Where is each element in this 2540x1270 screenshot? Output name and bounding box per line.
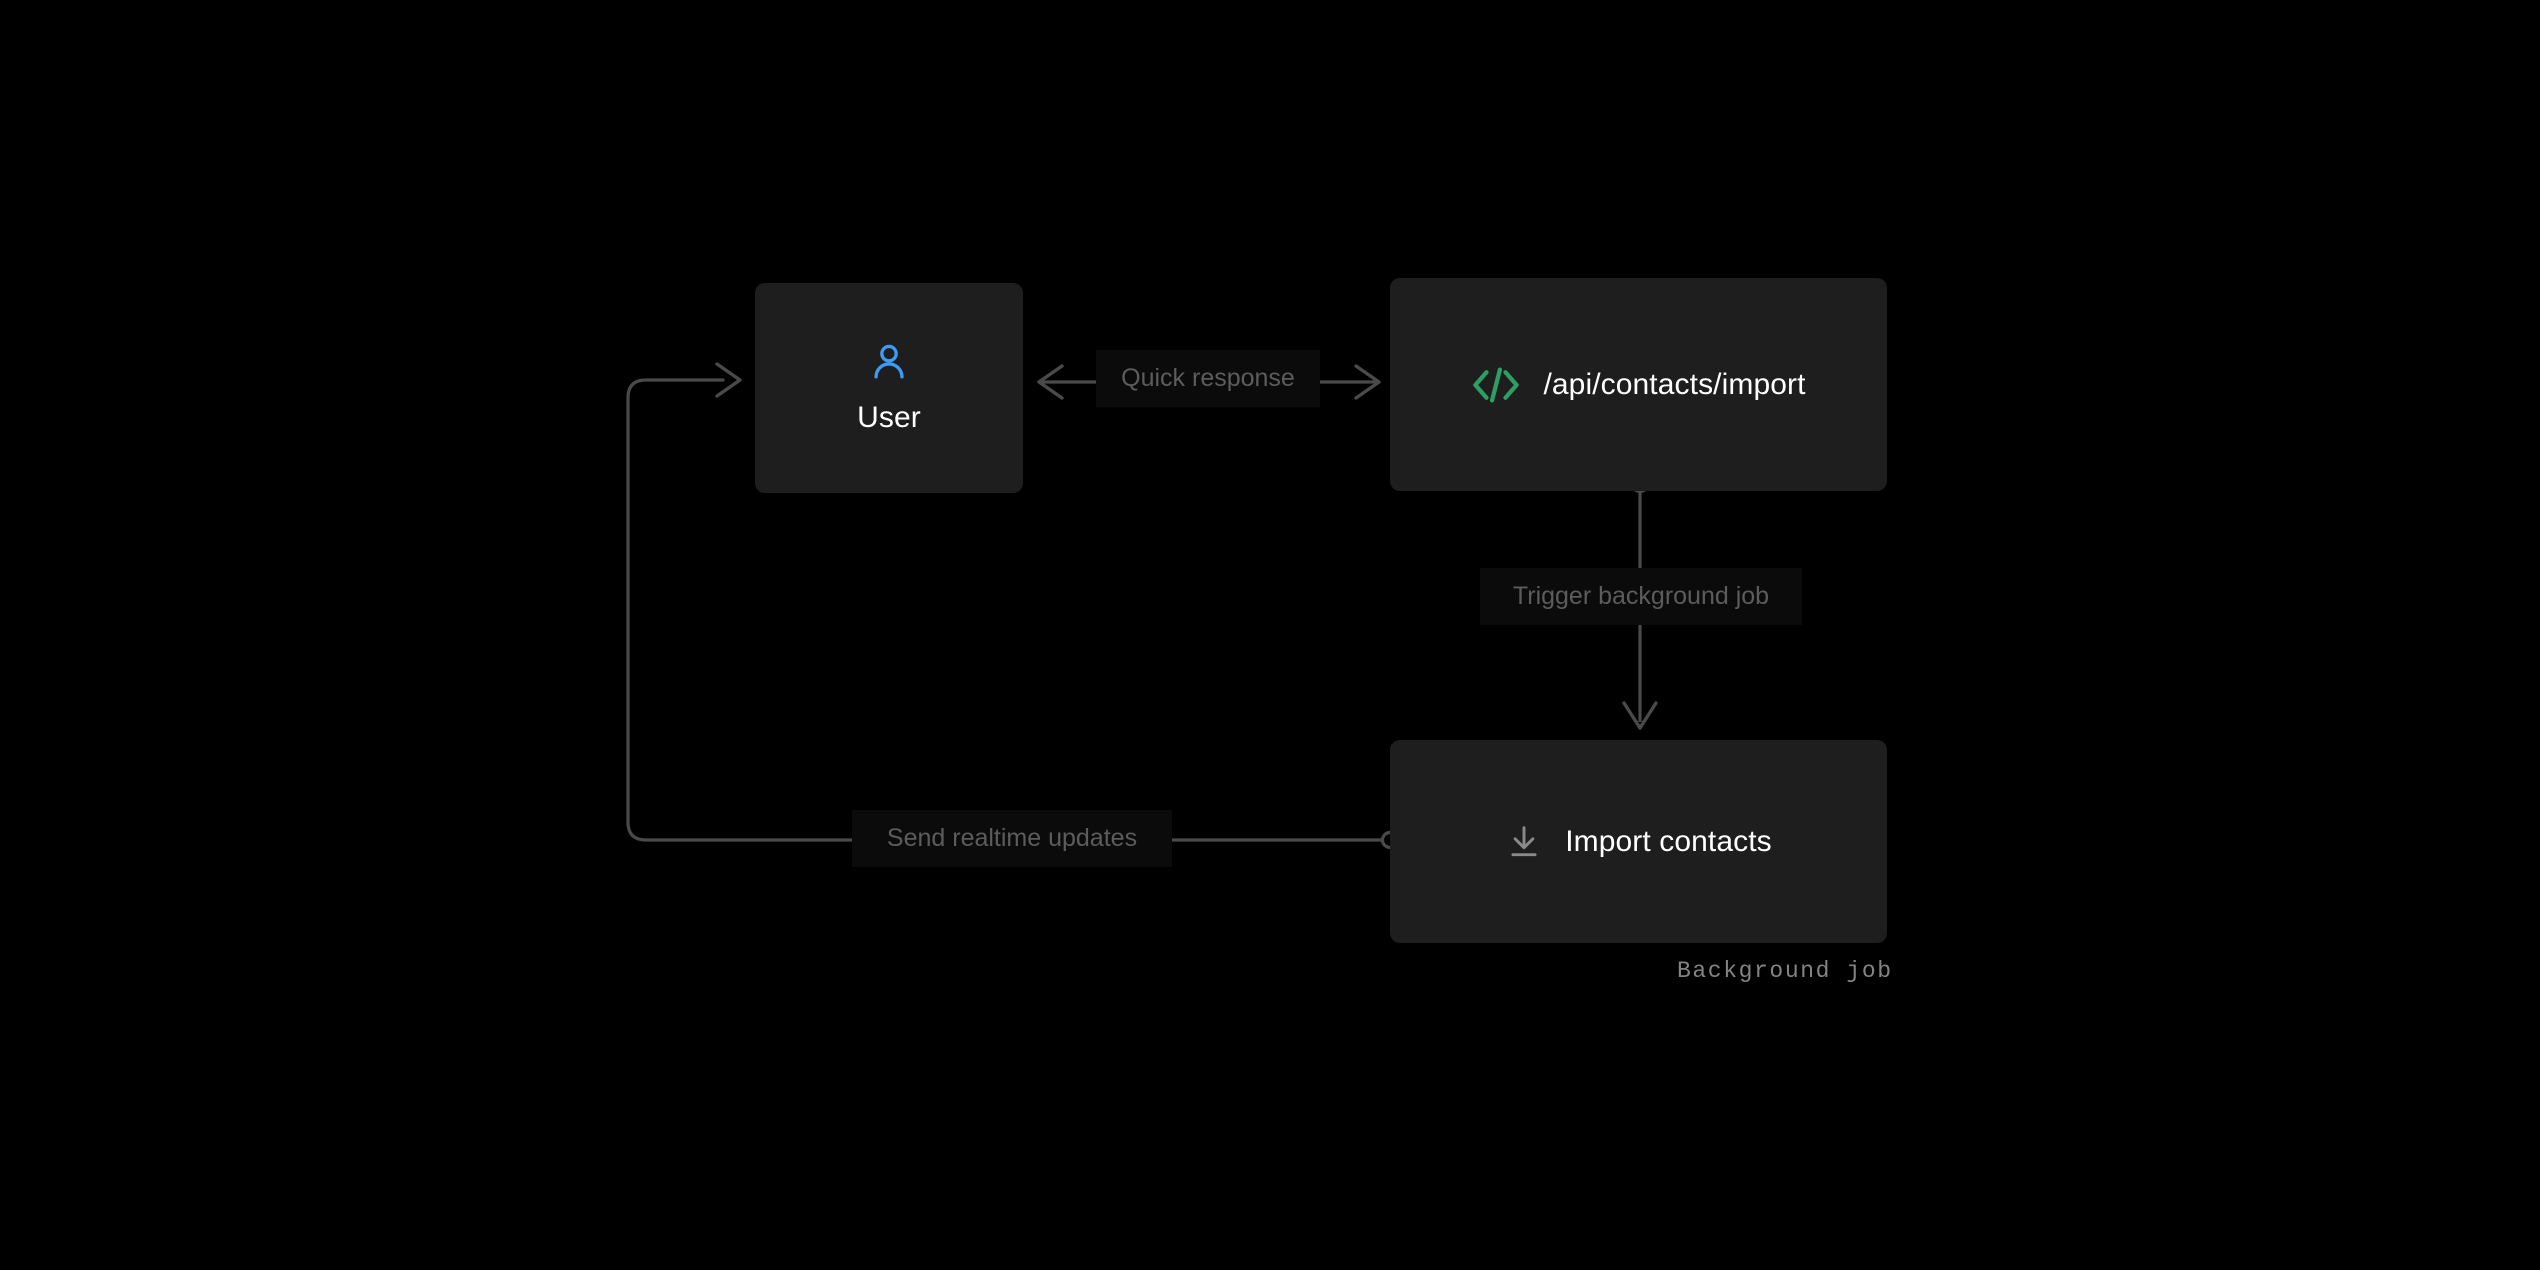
node-api[interactable]: /api/contacts/import	[1390, 278, 1887, 491]
edge-label-quick-response: Quick response	[1096, 350, 1320, 407]
code-brackets-icon	[1471, 366, 1521, 403]
download-icon	[1505, 823, 1543, 861]
arrowhead-down	[1622, 701, 1658, 730]
edge-label-trigger-background-job: Trigger background job	[1480, 568, 1802, 625]
arrowhead-to-user	[715, 362, 742, 398]
user-icon	[868, 341, 910, 383]
node-user[interactable]: User	[755, 283, 1023, 493]
node-import[interactable]: Import contacts	[1390, 740, 1887, 943]
node-api-label: /api/contacts/import	[1543, 367, 1806, 401]
node-import-content: Import contacts	[1505, 823, 1772, 861]
edge-label-send-realtime-updates: Send realtime updates	[852, 810, 1172, 867]
arrowhead-left	[1037, 364, 1064, 400]
node-api-content: /api/contacts/import	[1471, 366, 1806, 403]
node-import-label: Import contacts	[1565, 824, 1772, 858]
annotation-background-job: Background job	[1677, 958, 1893, 984]
node-user-label: User	[857, 401, 921, 434]
arrowhead-right	[1354, 364, 1381, 400]
